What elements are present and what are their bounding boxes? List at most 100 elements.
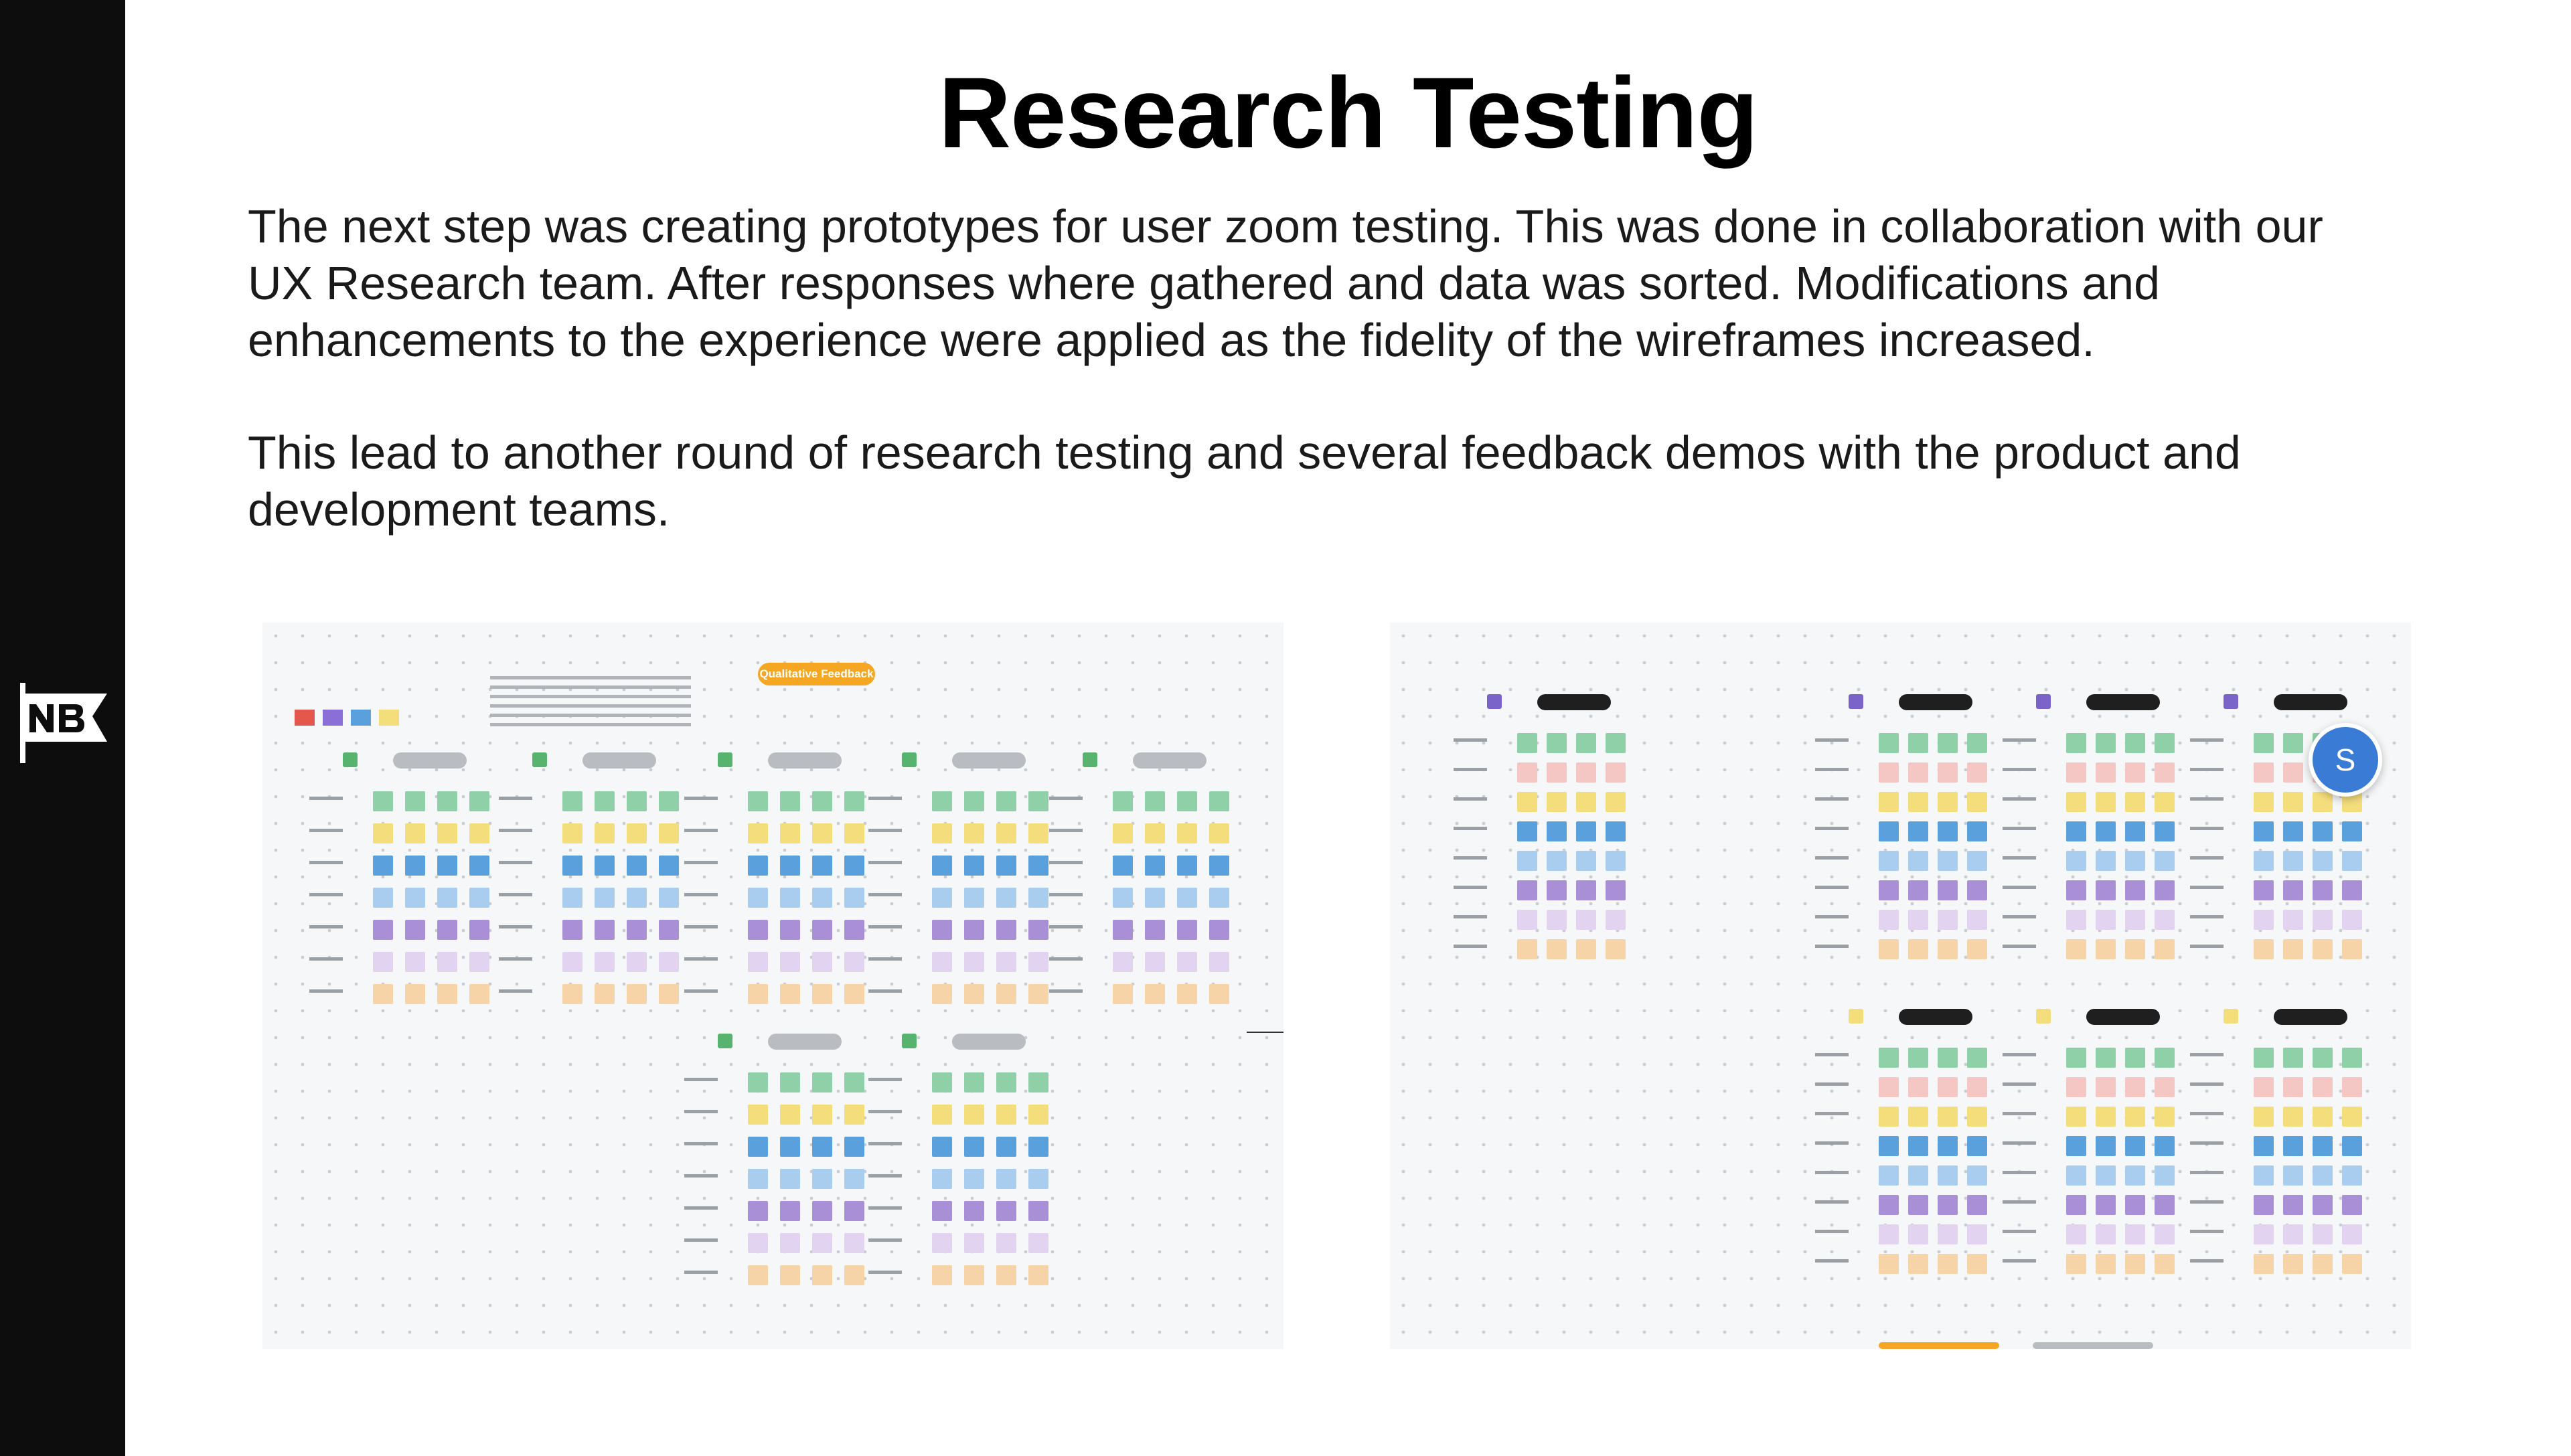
sticky-note [780,1265,800,1285]
row-label-line [1049,957,1083,961]
participant-label-pill [2086,1009,2160,1025]
sticky-note [1606,851,1626,871]
sticky-note [1908,1165,1928,1186]
row-label-line [309,925,343,928]
participant-label-pill [2086,694,2160,710]
sticky-note [812,1137,832,1157]
sticky-note [1879,1165,1899,1186]
sticky-note [2155,821,2175,841]
row-label-line [868,1078,902,1081]
cluster-color-tag [718,752,732,767]
partial-orange-bar [1879,1342,1999,1349]
sticky-note [812,1169,832,1189]
page-title: Research Testing [938,56,1758,169]
sticky-note [1547,910,1567,930]
sticky-note [627,888,647,908]
sticky-note [748,823,768,843]
sticky-note [405,823,425,843]
sticky-note [2066,910,2086,930]
sticky-note [595,952,615,972]
row-label-line [2003,945,2036,948]
sticky-note [1177,823,1197,843]
row-label-line [1815,1112,1849,1115]
sticky-note [1606,821,1626,841]
row-label-line [1815,856,1849,860]
sticky-note [2313,1224,2333,1244]
sticky-note [1967,821,1987,841]
sticky-note [844,856,864,876]
sticky-note [2342,851,2362,871]
legend-swatch [323,710,343,726]
sticky-note [2155,792,2175,812]
participant-label-pill [582,752,656,769]
sticky-note [932,791,952,811]
sticky-note [844,1137,864,1157]
sticky-note [2096,1165,2116,1186]
nb-flag-logo-icon[interactable] [17,677,112,766]
row-label-line [1815,1171,1849,1174]
row-label-line [2190,856,2224,860]
sticky-note [1028,1233,1048,1253]
row-label-line [2190,1053,2224,1056]
sticky-note [2125,762,2145,783]
sticky-note [964,1265,984,1285]
sticky-note [2066,1254,2086,1274]
sticky-note [2283,939,2303,959]
row-label-line [2190,1230,2224,1233]
sticky-note [1938,733,1958,753]
user-avatar[interactable]: S [2309,723,2382,797]
sticky-note [1113,823,1133,843]
sticky-note [2313,851,2333,871]
notes-text-line [490,695,691,698]
participant-label-pill [2274,1009,2347,1025]
sticky-note [1967,1048,1987,1068]
sticky-note [1908,910,1928,930]
sticky-note [659,952,679,972]
sticky-note [748,1072,768,1093]
sticky-note [1547,792,1567,812]
sticky-note [405,984,425,1004]
participant-feedback-board-screenshot: S [1390,623,2411,1349]
row-label-line [2190,1259,2224,1263]
sticky-note [2283,1254,2303,1274]
row-label-line [868,957,902,961]
sticky-note [1547,939,1567,959]
legend-swatch [351,710,371,726]
sticky-note [996,952,1016,972]
row-label-line [499,925,532,928]
sticky-note [437,952,457,972]
sticky-note [2254,1107,2274,1127]
sticky-note [2096,733,2116,753]
sticky-note [2283,1224,2303,1244]
sticky-note [1967,1195,1987,1215]
sticky-note [1967,1077,1987,1097]
sticky-note [1145,823,1165,843]
row-label-line [499,829,532,832]
sticky-note [964,888,984,908]
sticky-note [996,984,1016,1004]
sticky-note [1209,888,1229,908]
row-label-line [1049,989,1083,993]
sticky-note [2313,880,2333,900]
sticky-note [1967,762,1987,783]
sticky-note [2066,1165,2086,1186]
sticky-note [2125,792,2145,812]
sticky-note [996,823,1016,843]
cluster-color-tag [2224,1009,2238,1024]
sticky-note [1879,939,1899,959]
sticky-note [2254,1254,2274,1274]
sticky-note [437,888,457,908]
sticky-note [2283,1107,2303,1127]
sticky-note [1879,1136,1899,1156]
sticky-note [1938,1077,1958,1097]
row-label-line [868,893,902,896]
row-label-line [2003,1230,2036,1233]
sticky-note [748,952,768,972]
sticky-note [748,856,768,876]
sticky-note [2283,792,2303,812]
sticky-note [748,1201,768,1221]
sticky-note [812,1265,832,1285]
sticky-note [2096,1136,2116,1156]
followup-paragraph: This lead to another round of research t… [248,426,2241,536]
sticky-note [1879,851,1899,871]
